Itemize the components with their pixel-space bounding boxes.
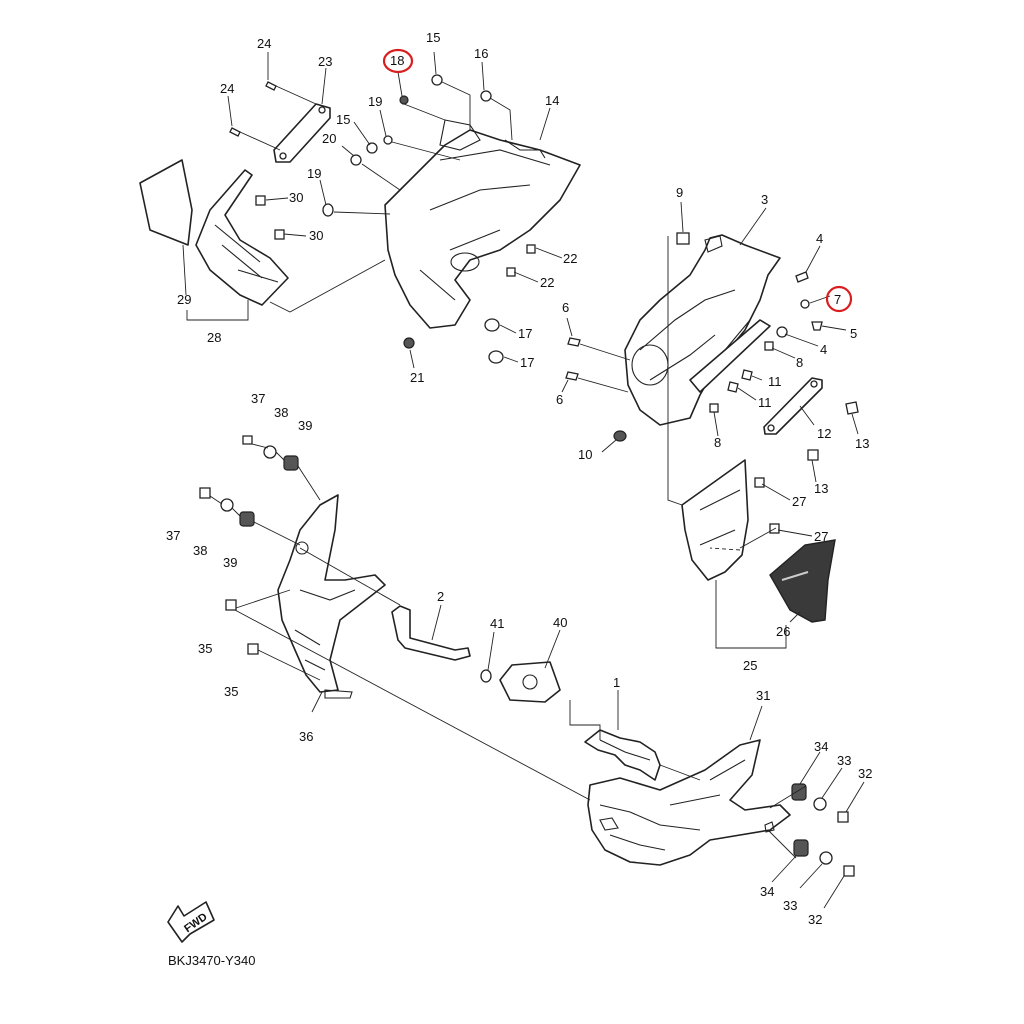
callout-15b: 15 <box>336 112 350 127</box>
callout-13b: 13 <box>814 481 828 496</box>
part-12-plate <box>763 377 823 435</box>
callout-19a: 19 <box>368 94 382 109</box>
callout-34b: 34 <box>760 884 774 899</box>
callout-20: 20 <box>322 131 336 146</box>
callout-labels: 24 23 18 15 16 14 24 19 15 20 19 30 30 2… <box>166 30 872 927</box>
callout-34a: 34 <box>814 739 828 754</box>
cowling-assembly-left <box>139 74 581 364</box>
belly-cowling-assembly <box>199 435 855 877</box>
leaders-lower <box>209 443 865 909</box>
part-28-inner-panel <box>195 169 289 306</box>
callout-8a: 8 <box>796 355 803 370</box>
part-26-cover <box>769 539 836 623</box>
callout-18: 18 <box>390 53 404 68</box>
callout-36: 36 <box>299 729 313 744</box>
part-25-guard <box>681 459 749 581</box>
callout-25: 25 <box>743 658 757 673</box>
callout-29: 29 <box>177 292 191 307</box>
callout-3: 3 <box>761 192 768 207</box>
callout-32b: 32 <box>808 912 822 927</box>
callout-8b: 8 <box>714 435 721 450</box>
callout-17a: 17 <box>518 326 532 341</box>
callout-41: 41 <box>490 616 504 631</box>
callout-6a: 6 <box>562 300 569 315</box>
callout-23: 23 <box>318 54 332 69</box>
callout-35a: 35 <box>198 641 212 656</box>
part-2-stay <box>391 605 471 661</box>
callout-38b: 38 <box>193 543 207 558</box>
callout-16: 16 <box>474 46 488 61</box>
diagram-code: BKJ3470-Y340 <box>168 953 255 968</box>
callout-39a: 39 <box>298 418 312 433</box>
forward-direction-arrow: FWD <box>167 901 215 943</box>
inner-bracket-assembly-right <box>565 232 859 623</box>
callout-2: 2 <box>437 589 444 604</box>
callout-39b: 39 <box>223 555 237 570</box>
callout-12: 12 <box>817 426 831 441</box>
callout-38a: 38 <box>274 405 288 420</box>
callout-27b: 27 <box>814 529 828 544</box>
callout-19b: 19 <box>307 166 321 181</box>
callout-14: 14 <box>545 93 559 108</box>
highlight-circle-7 <box>825 285 853 313</box>
callout-27a: 27 <box>792 494 806 509</box>
leaders-upper-left <box>182 51 563 369</box>
callout-9: 9 <box>676 185 683 200</box>
callout-31: 31 <box>756 688 770 703</box>
part-3-side-strip <box>689 319 771 393</box>
callout-24b: 24 <box>220 81 234 96</box>
callout-13a: 13 <box>855 436 869 451</box>
part-36-side-panel <box>277 494 386 693</box>
callout-35b: 35 <box>224 684 238 699</box>
callout-30a: 30 <box>289 190 303 205</box>
callout-37b: 37 <box>166 528 180 543</box>
callout-30b: 30 <box>309 228 323 243</box>
callout-40: 40 <box>553 615 567 630</box>
callout-33b: 33 <box>783 898 797 913</box>
part-14-main-cowling <box>384 129 581 329</box>
callout-21: 21 <box>410 370 424 385</box>
callout-4a: 4 <box>816 231 823 246</box>
callout-10: 10 <box>578 447 592 462</box>
callout-5: 5 <box>850 326 857 341</box>
callout-1: 1 <box>613 675 620 690</box>
part-31-belly-cowl <box>587 739 791 866</box>
callout-22a: 22 <box>563 251 577 266</box>
leaders-upper-right <box>561 201 859 649</box>
callout-17b: 17 <box>520 355 534 370</box>
callout-11b: 11 <box>758 395 772 410</box>
callout-22b: 22 <box>540 275 554 290</box>
callout-15a: 15 <box>426 30 440 45</box>
highlight-circle-18 <box>382 48 414 74</box>
callout-6b: 6 <box>556 392 563 407</box>
part-29-screen <box>139 159 193 246</box>
fwd-arrow-icon <box>167 901 215 943</box>
part-40-grommet <box>499 661 561 703</box>
callout-26: 26 <box>776 624 790 639</box>
callout-37a: 37 <box>251 391 265 406</box>
callout-7: 7 <box>834 292 841 307</box>
callout-24a: 24 <box>257 36 271 51</box>
callout-32a: 32 <box>858 766 872 781</box>
callout-11a: 11 <box>768 374 782 389</box>
callout-4b: 4 <box>820 342 827 357</box>
callout-33a: 33 <box>837 753 851 768</box>
callout-28: 28 <box>207 330 221 345</box>
part-1-bracket <box>584 729 661 781</box>
